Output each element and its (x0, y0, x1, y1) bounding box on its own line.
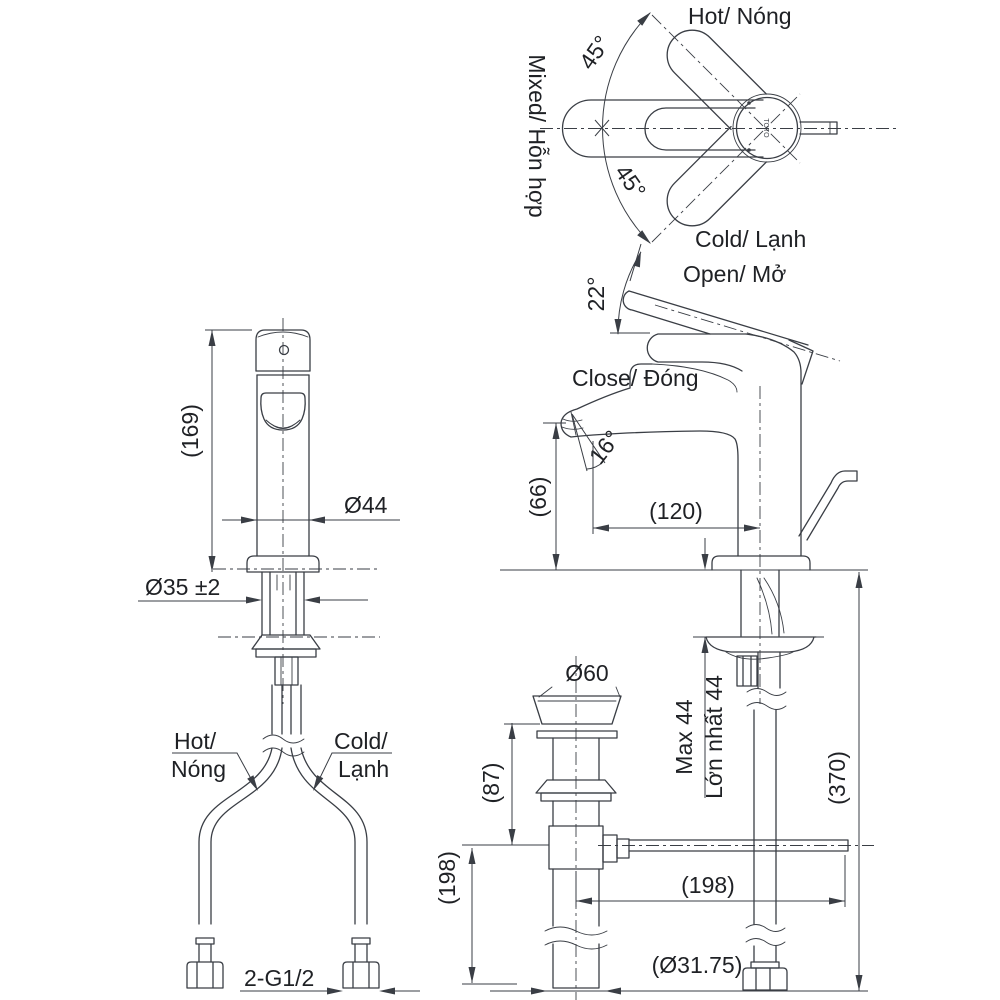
dim-dia-44: Ø44 (344, 492, 388, 518)
dim-max-44-vi: Lớn nhất 44 (701, 675, 727, 799)
dim-370: (370) (824, 751, 850, 805)
label-close-dong: Close/ Đóng (572, 365, 699, 391)
body-screw-dot (747, 148, 751, 152)
dim-87: (87) (478, 763, 504, 804)
dim-dia-60: Ø60 (565, 660, 608, 686)
label-cold-line2: Lạnh (338, 756, 389, 782)
dim-198-vertical: (198) (434, 851, 460, 905)
label-open-mo: Open/ Mở (683, 261, 786, 287)
dim-45-upper: 45° (574, 31, 615, 74)
dim-max-44-en: Max 44 (671, 699, 697, 775)
faucet-front-view: (169) Ø44 Ø35 ±2 (138, 318, 420, 995)
label-cold-lanh: Cold/ Lạnh (695, 226, 806, 252)
handle-indicator-dot (278, 344, 290, 356)
dim-22deg: 22° (583, 277, 609, 312)
dim-120: (120) (649, 498, 703, 524)
label-hot-line1: Hot/ (174, 728, 217, 754)
label-hot-line2: Nóng (171, 756, 226, 782)
dim-169: (169) (177, 404, 203, 458)
dim-dia-31-75: (Ø31.75) (652, 952, 743, 978)
drain-assembly-view: Ø60 (87) (198) (198) (434, 656, 874, 1000)
dim-dia-35: Ø35 ±2 (145, 574, 220, 600)
dim-45-lower: 45° (610, 160, 651, 203)
faucet-top-view: TOTO Hot/ Nóng 45° Mixed/ Hỗn hợp 45° Co… (524, 3, 898, 252)
label-mixed-hon-hop: Mixed/ Hỗn hợp (524, 54, 550, 217)
faucet-side-view: Open/ Mở 22° Close/ Đóng 16° (500, 243, 868, 991)
dim-thread-g12: 2-G1/2 (244, 965, 314, 991)
dim-16deg: 16° (584, 425, 626, 468)
brand-logo: TOTO (762, 118, 769, 138)
label-hot-nong: Hot/ Nóng (688, 3, 792, 29)
label-cold-line1: Cold/ (334, 728, 388, 754)
dim-198-horizontal: (198) (681, 872, 735, 898)
dim-66: (66) (525, 477, 551, 518)
body-screw-dot (747, 101, 751, 105)
